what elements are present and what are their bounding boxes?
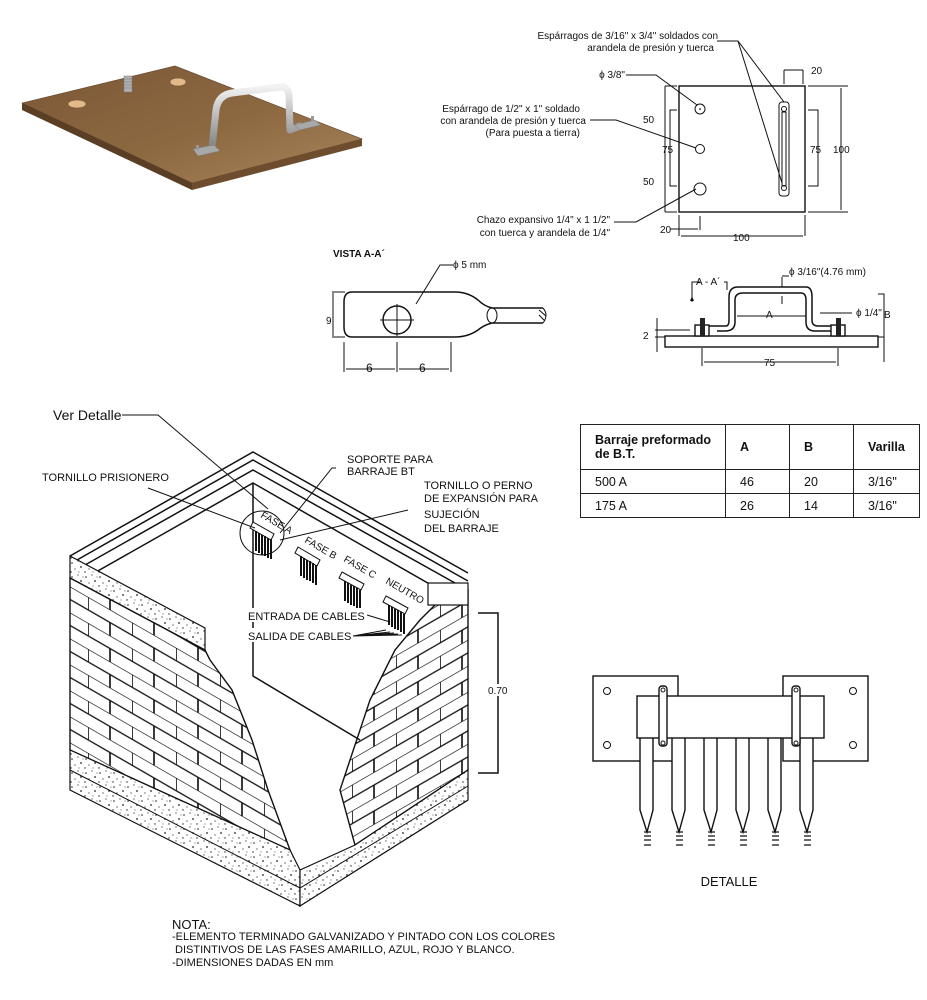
- section-mark-label: A - A´: [696, 276, 720, 288]
- salida-cables-label: SALIDA DE CABLES: [248, 631, 351, 643]
- table-header-row: Barraje preformado de B.T. A B Varilla: [580, 424, 920, 470]
- hole-icon: [67, 99, 87, 109]
- plan-view: Espárragos de 3/16" x 3/4" soldados con …: [440, 31, 850, 244]
- tornillo-perno-label-2: DE EXPANSIÓN PARA: [424, 492, 539, 505]
- plate-3d-render: [21, 65, 363, 190]
- rod-diameter-label: ϕ 3/16"(4.76 mm): [789, 267, 866, 278]
- detail-view: DETALLE: [592, 675, 869, 889]
- bridge-rod-right: [791, 685, 801, 747]
- header-a: A: [725, 424, 790, 470]
- dim-75-left: 75: [662, 145, 674, 156]
- ver-detalle-label: Ver Detalle: [53, 407, 122, 423]
- cell-varilla: 3/16": [853, 469, 920, 494]
- tornillo-perno-label-4: DEL BARRAJE: [424, 523, 499, 535]
- dim-a-label: A: [766, 310, 773, 321]
- bridge-rod-icon: [196, 83, 304, 155]
- hole-size-label: ϕ 5 mm: [453, 260, 486, 271]
- cell-b: 20: [789, 469, 854, 494]
- busbar-fase-c: [338, 571, 365, 610]
- dim-100-bottom: 100: [733, 233, 750, 244]
- hole-icon: [694, 103, 706, 115]
- cell-a: 46: [725, 469, 790, 494]
- cell-barraje: 500 A: [580, 469, 726, 494]
- cell-varilla: 3/16": [853, 493, 920, 518]
- busbar-neutro: [382, 595, 409, 634]
- section-view-a-a: VISTA A-A´ ϕ 5 mm 9 6 6: [326, 249, 547, 375]
- dim-9: 9: [326, 316, 332, 327]
- dim-b-label: B: [884, 310, 891, 321]
- ver-detalle-leader: [122, 414, 269, 510]
- dim-20-top: 20: [811, 66, 823, 77]
- ground-stud-label: Espárrago de 1/2" x 1" soldado: [442, 104, 580, 115]
- note-line: -ELEMENTO TERMINADO GALVANIZADO Y PINTAD…: [172, 931, 556, 943]
- cell-a: 26: [725, 493, 790, 518]
- busbar-spec-table: Barraje preformado de B.T. A B Varilla 5…: [580, 424, 920, 518]
- busbar-fase-a: [249, 521, 275, 559]
- bolt-diameter-label: ϕ 1/4": [856, 308, 882, 319]
- cell-b: 14: [789, 493, 854, 518]
- hole-icon: [169, 77, 187, 87]
- anchor-label: Chazo expansivo 1/4" x 1 1/2": [477, 215, 611, 226]
- bolt-icon: [836, 318, 841, 336]
- hole-diameter-label: ϕ 3/8": [599, 70, 625, 81]
- dim-75-label: 75: [764, 358, 776, 369]
- note-line: DISTINTIVOS DE LAS FASES AMARILLO, AZUL,…: [172, 944, 515, 956]
- section-title: VISTA A-A´: [333, 249, 385, 260]
- studs-label-2: arandela de presión y tuerca: [587, 43, 714, 54]
- anchor-hole-icon: [693, 182, 707, 196]
- tornillo-perno-label: TORNILLO O PERNO: [424, 480, 533, 492]
- connector-prongs: [639, 736, 814, 846]
- header-varilla: Varilla: [853, 424, 920, 470]
- note-block: NOTA: -ELEMENTO TERMINADO GALVANIZADO Y …: [172, 918, 555, 970]
- table-row: 500 A 46 20 3/16": [580, 469, 920, 494]
- dim-6-a: 6: [366, 361, 373, 375]
- dim-100-right: 100: [833, 145, 850, 156]
- ground-stud-icon: [695, 144, 705, 154]
- studs-label: Espárragos de 3/16" x 3/4" soldados con: [537, 31, 718, 42]
- cell-barraje: 175 A: [580, 493, 726, 518]
- table-row: 175 A 26 14 3/16": [580, 493, 920, 518]
- note-line: -DIMENSIONES DADAS EN mm: [172, 957, 334, 969]
- note-title: NOTA:: [172, 917, 211, 932]
- base-plate-side: [664, 335, 879, 348]
- soporte-label: SOPORTE PARA: [347, 454, 433, 466]
- height-label: 0.70: [488, 686, 508, 697]
- bridge-rod-left: [658, 685, 668, 747]
- elevation-view: A - A´ ϕ 3/16"(4.76 mm) A ϕ 1/4" B 2 75: [643, 267, 891, 369]
- brick-box-isometric: 0.70 FASE A FASE B FASE C NEUTRO: [42, 407, 539, 908]
- entrada-cables-label: ENTRADA DE CABLES: [248, 611, 365, 623]
- concrete-base-right: [299, 768, 469, 908]
- bolt-icon: [700, 318, 705, 336]
- dim-75-right: 75: [810, 145, 822, 156]
- tornillo-perno-label-3: SUJECIÓN: [424, 508, 480, 521]
- dim-50-a: 50: [643, 115, 655, 126]
- busbar-fase-b: [294, 546, 321, 585]
- header-b: B: [789, 424, 854, 470]
- detail-label: DETALLE: [701, 874, 758, 889]
- dim-50-b: 50: [643, 177, 655, 188]
- dim-2-label: 2: [643, 331, 649, 342]
- dim-20-bottom: 20: [660, 225, 672, 236]
- stud-icon: [123, 75, 133, 93]
- ground-stud-label-2: con arandela de presión y tuerca: [440, 116, 586, 127]
- ground-stud-label-3: (Para puesta a tierra): [486, 128, 581, 139]
- header-barraje: Barraje preformado de B.T.: [580, 424, 726, 470]
- dim-6-b: 6: [419, 361, 426, 375]
- box-rim: [69, 451, 469, 591]
- soporte-label-2: BARRAJE BT: [347, 466, 415, 478]
- tornillo-prisionero-label: TORNILLO PRISIONERO: [42, 472, 169, 484]
- anchor-label-2: con tuerca y arandela de 1/4": [480, 228, 611, 239]
